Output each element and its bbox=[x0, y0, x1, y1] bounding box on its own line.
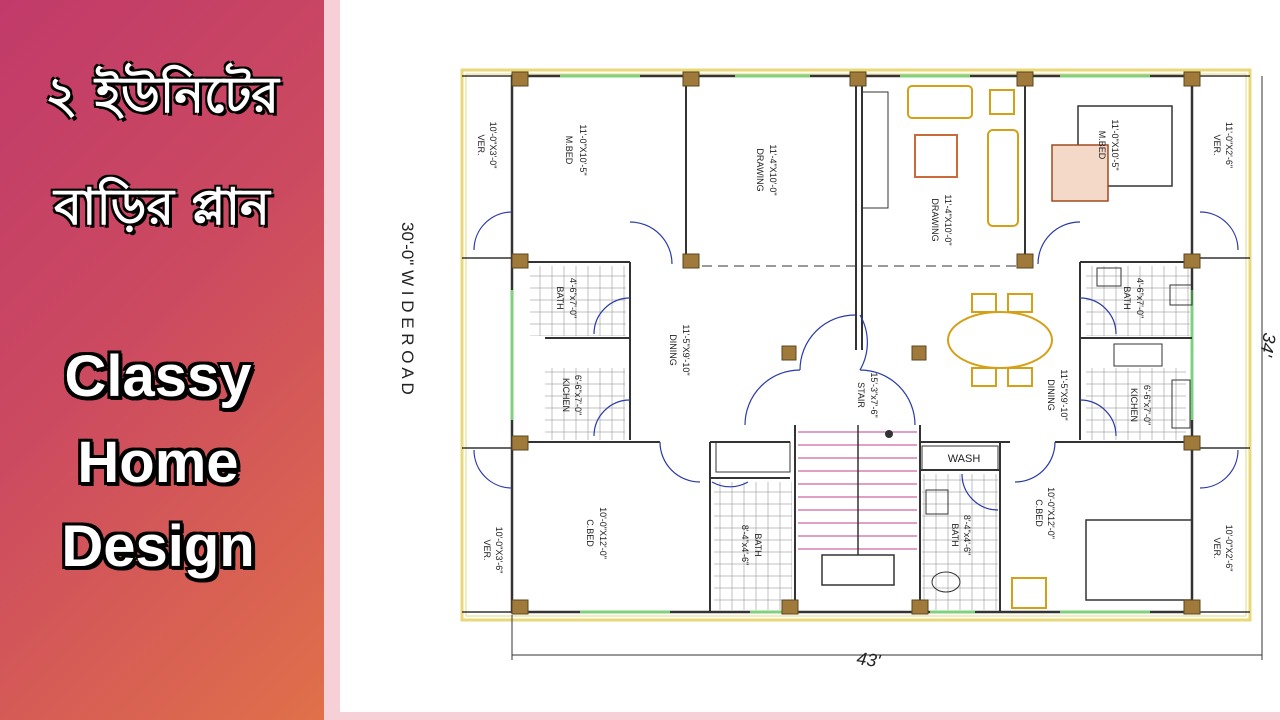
cbed-r-size: 10'-0"X12'-0" bbox=[1046, 487, 1056, 539]
english-title-line1: Classy bbox=[64, 344, 252, 409]
drawing-l-size: 11'-4"X10'-0" bbox=[768, 144, 778, 195]
ver-br-size: 10'-0"X2'-6" bbox=[1224, 525, 1234, 572]
ver-tr-size: 11'-0"X2'-6" bbox=[1224, 122, 1234, 168]
kitchen-r-size: 6'-6"x7'-0" bbox=[1142, 385, 1152, 425]
bath-br-size: 8'-4"x4'-6" bbox=[962, 515, 972, 555]
interior-walls bbox=[512, 76, 1192, 612]
floor-plan: 10'-0"X3'-0" VER. 11'-0"X10'-5" M.BED 11… bbox=[398, 68, 1280, 671]
kitchen-r-name: KICHEN bbox=[1129, 388, 1139, 422]
english-title-line3: Design bbox=[61, 514, 255, 579]
stair-landing bbox=[821, 554, 895, 586]
ver-tl-name: VER. bbox=[476, 134, 486, 155]
bath-l-size: 4'-6"x7'-0" bbox=[568, 278, 578, 318]
road-label: 30'-0" W I D E R O A D bbox=[398, 222, 417, 395]
mbed-l-name: M.BED bbox=[564, 136, 574, 165]
mbed-r-size: 11'-0"X10'-5" bbox=[1110, 119, 1120, 170]
drawing-l-name: DRAWING bbox=[755, 148, 765, 191]
kitchen-l-size: 6'-6"x7'-0" bbox=[573, 375, 583, 415]
stair-center-dot bbox=[885, 430, 893, 438]
door-arcs bbox=[473, 211, 1239, 511]
bath-r-size: 4'-6"x7'-0" bbox=[1135, 278, 1145, 318]
english-title-line2: Home bbox=[77, 430, 239, 495]
kitchen-l-name: KICHEN bbox=[561, 378, 571, 412]
drawing-r-size: 11'-4"X10'-0" bbox=[943, 194, 953, 245]
bath-bl-size: 8'-4"x4'-6" bbox=[740, 525, 750, 565]
mbed-l-size: 11'-0"X10'-5" bbox=[578, 124, 588, 175]
bengali-title-line1: ২ ইউনিটের bbox=[45, 66, 279, 124]
columns bbox=[511, 71, 1201, 615]
stair-name: STAIR bbox=[856, 382, 866, 408]
cbed-r-name: C.BED bbox=[1034, 499, 1044, 527]
dining-l-name: DINING bbox=[668, 334, 678, 366]
divider-strip bbox=[324, 0, 340, 720]
ver-tl-size: 10'-0"X3'-0" bbox=[488, 122, 498, 169]
stair-size: 15'-3"x7'-6" bbox=[869, 372, 879, 417]
bath-br-name: BATH bbox=[950, 523, 960, 546]
ver-tr-name: VER. bbox=[1212, 134, 1222, 155]
windows bbox=[510, 74, 1194, 614]
dimension-lines bbox=[511, 76, 1263, 660]
dining-l-size: 11'-5"X9'-10" bbox=[681, 324, 691, 375]
bath-r-name: BATH bbox=[1122, 286, 1132, 309]
bath-l-name: BATH bbox=[555, 286, 565, 309]
mbed-r-name: M.BED bbox=[1097, 131, 1107, 160]
beds bbox=[1051, 105, 1193, 601]
cbed-l-size: 10'-0"X12'-0" bbox=[598, 507, 608, 559]
furniture bbox=[907, 85, 1053, 609]
drawing-r-name: DRAWING bbox=[930, 198, 940, 241]
dining-r-name: DINING bbox=[1046, 379, 1056, 411]
title-panel: ২ ইউনিটের বাড়ির প্লান Classy Home Desig… bbox=[0, 0, 324, 720]
tiled-floors bbox=[530, 266, 1190, 610]
bengali-title-line2: বাড়ির প্লান bbox=[54, 178, 270, 236]
bath-bl-name: BATH bbox=[753, 533, 763, 556]
dimension-width: 43' bbox=[855, 648, 882, 671]
ver-bl-size: 10'-0"X3'-6" bbox=[494, 527, 504, 574]
ver-br-name: VER. bbox=[1212, 537, 1222, 558]
bottom-strip bbox=[324, 712, 1280, 720]
parapet-outline bbox=[460, 68, 1252, 622]
fixtures bbox=[715, 91, 1193, 593]
dining-r-size: 11'-5"X9'-10" bbox=[1059, 369, 1069, 420]
dimension-depth: 34' bbox=[1256, 331, 1280, 358]
wash-label: WASH bbox=[948, 453, 981, 465]
verandah-walls bbox=[462, 75, 1250, 613]
cbed-l-name: C.BED bbox=[585, 519, 595, 547]
ver-bl-name: VER. bbox=[482, 539, 492, 560]
